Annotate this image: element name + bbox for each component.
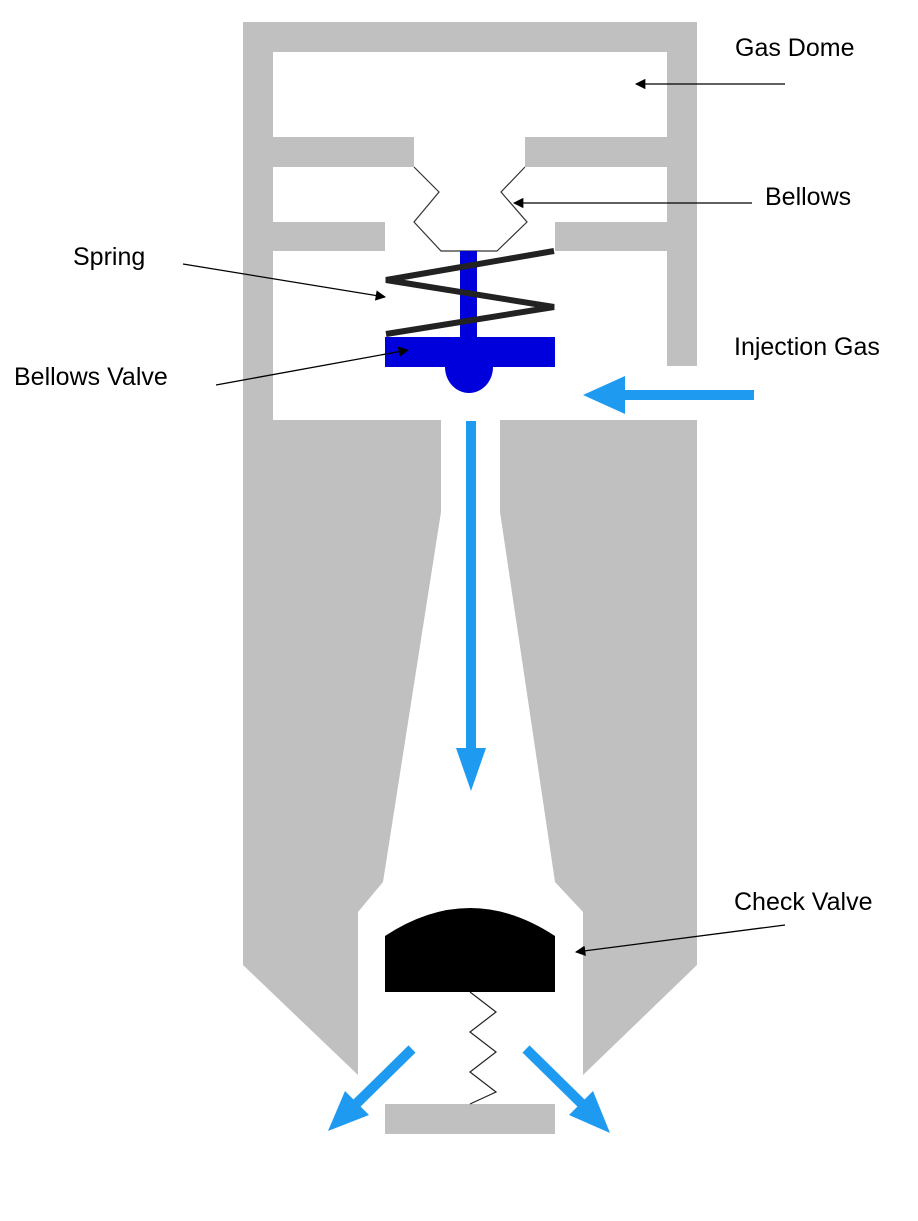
label-gas-dome: Gas Dome — [735, 34, 854, 62]
check-valve — [385, 908, 555, 992]
check-valve-spring — [469, 991, 498, 1105]
label-bellows-valve: Bellows Valve — [14, 363, 168, 391]
label-injection-gas: Injection Gas — [734, 333, 880, 361]
valve-body — [243, 22, 697, 1134]
injection-gas-arrow — [583, 376, 754, 414]
spring-leader — [182, 263, 387, 301]
exit-flow-left-arrow — [328, 1045, 416, 1131]
downward-flow-arrow — [456, 421, 486, 791]
label-bellows: Bellows — [765, 183, 851, 211]
label-spring: Spring — [73, 243, 145, 271]
bellows-floor-right — [555, 222, 667, 251]
valve-plate — [385, 337, 555, 367]
spring — [385, 248, 555, 337]
label-check-valve: Check Valve — [734, 888, 873, 916]
bellows-valve-leader — [215, 346, 410, 386]
gas-flow-arrows — [328, 376, 754, 1133]
bellows-floor-left — [273, 222, 385, 251]
body-left-wall — [243, 22, 441, 1075]
leader-lines — [182, 78, 786, 956]
check-valve-leader — [574, 924, 786, 956]
body-top-cap — [243, 22, 697, 52]
bellows — [413, 166, 528, 252]
body-right-wall — [500, 22, 697, 1075]
dome-floor-right — [525, 137, 667, 167]
valve-ball — [445, 367, 493, 393]
exit-flow-right-arrow — [522, 1045, 610, 1133]
dome-floor-left — [273, 137, 414, 167]
check-valve-seat — [385, 1104, 555, 1134]
